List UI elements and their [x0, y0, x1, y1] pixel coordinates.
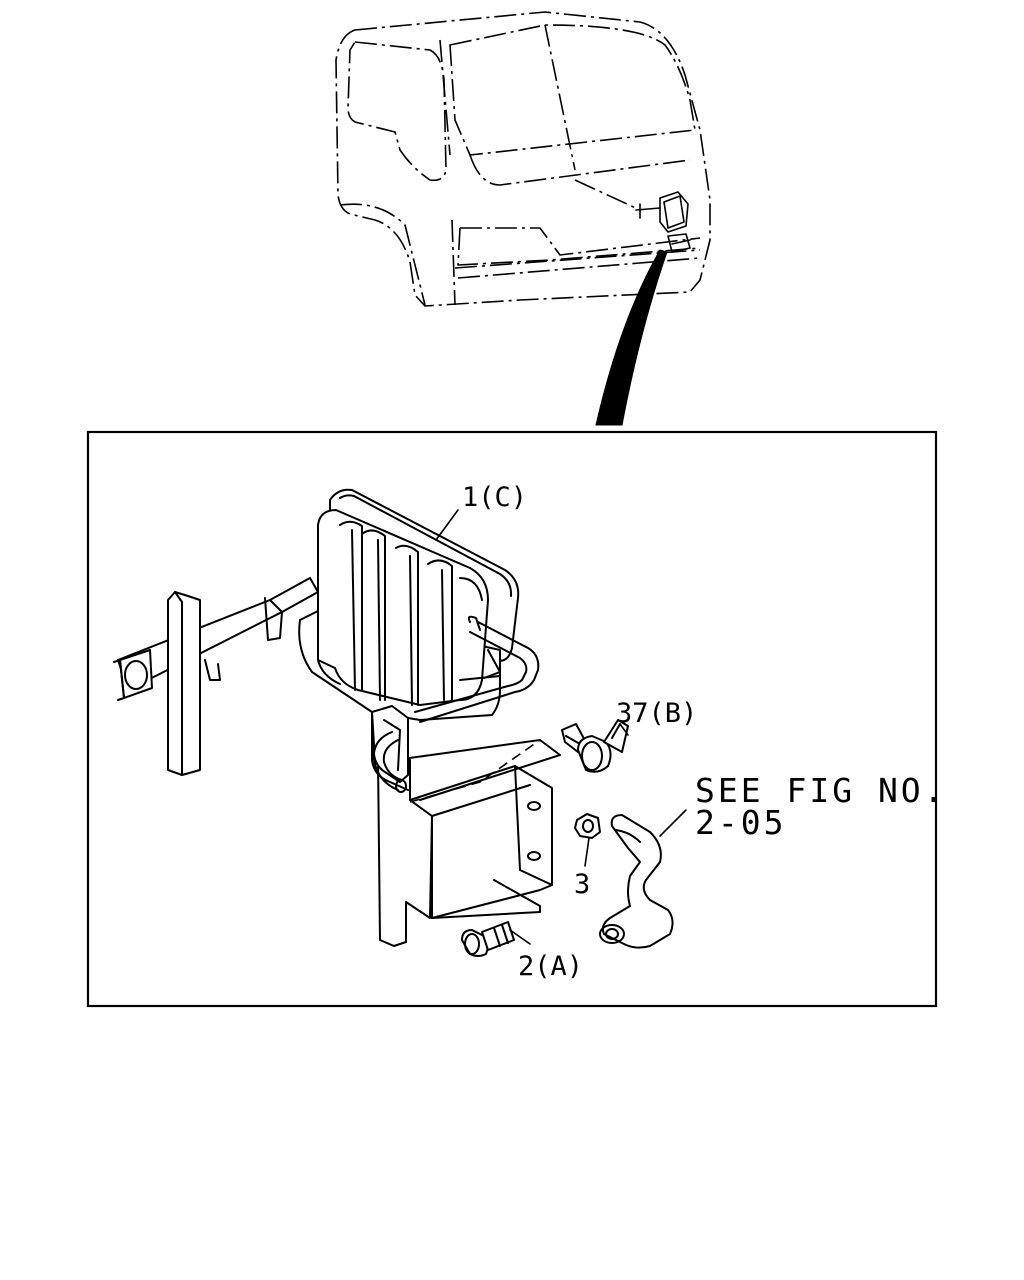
cab-canister-location — [635, 191, 691, 253]
detail-frame — [86, 430, 938, 1008]
hose — [599, 814, 674, 949]
callout-part-37: 37(B) — [616, 698, 697, 729]
frame-bracket — [113, 577, 319, 776]
callout-part-2: 2(A) — [518, 951, 583, 982]
canister — [298, 488, 540, 723]
nut — [574, 813, 601, 839]
detail-pointer — [595, 249, 668, 426]
hose-clip — [561, 719, 629, 773]
reference-line-1: SEE FIG NO. — [695, 771, 947, 810]
reference-line-2: 2-05 — [695, 803, 786, 842]
truck-cab-outline — [335, 11, 711, 307]
callout-part-3: 3 — [574, 869, 590, 900]
bolt — [461, 921, 515, 957]
canister-bracket — [371, 705, 561, 947]
callout-part-1: 1(C) — [462, 482, 527, 513]
leader-lines — [435, 509, 687, 945]
